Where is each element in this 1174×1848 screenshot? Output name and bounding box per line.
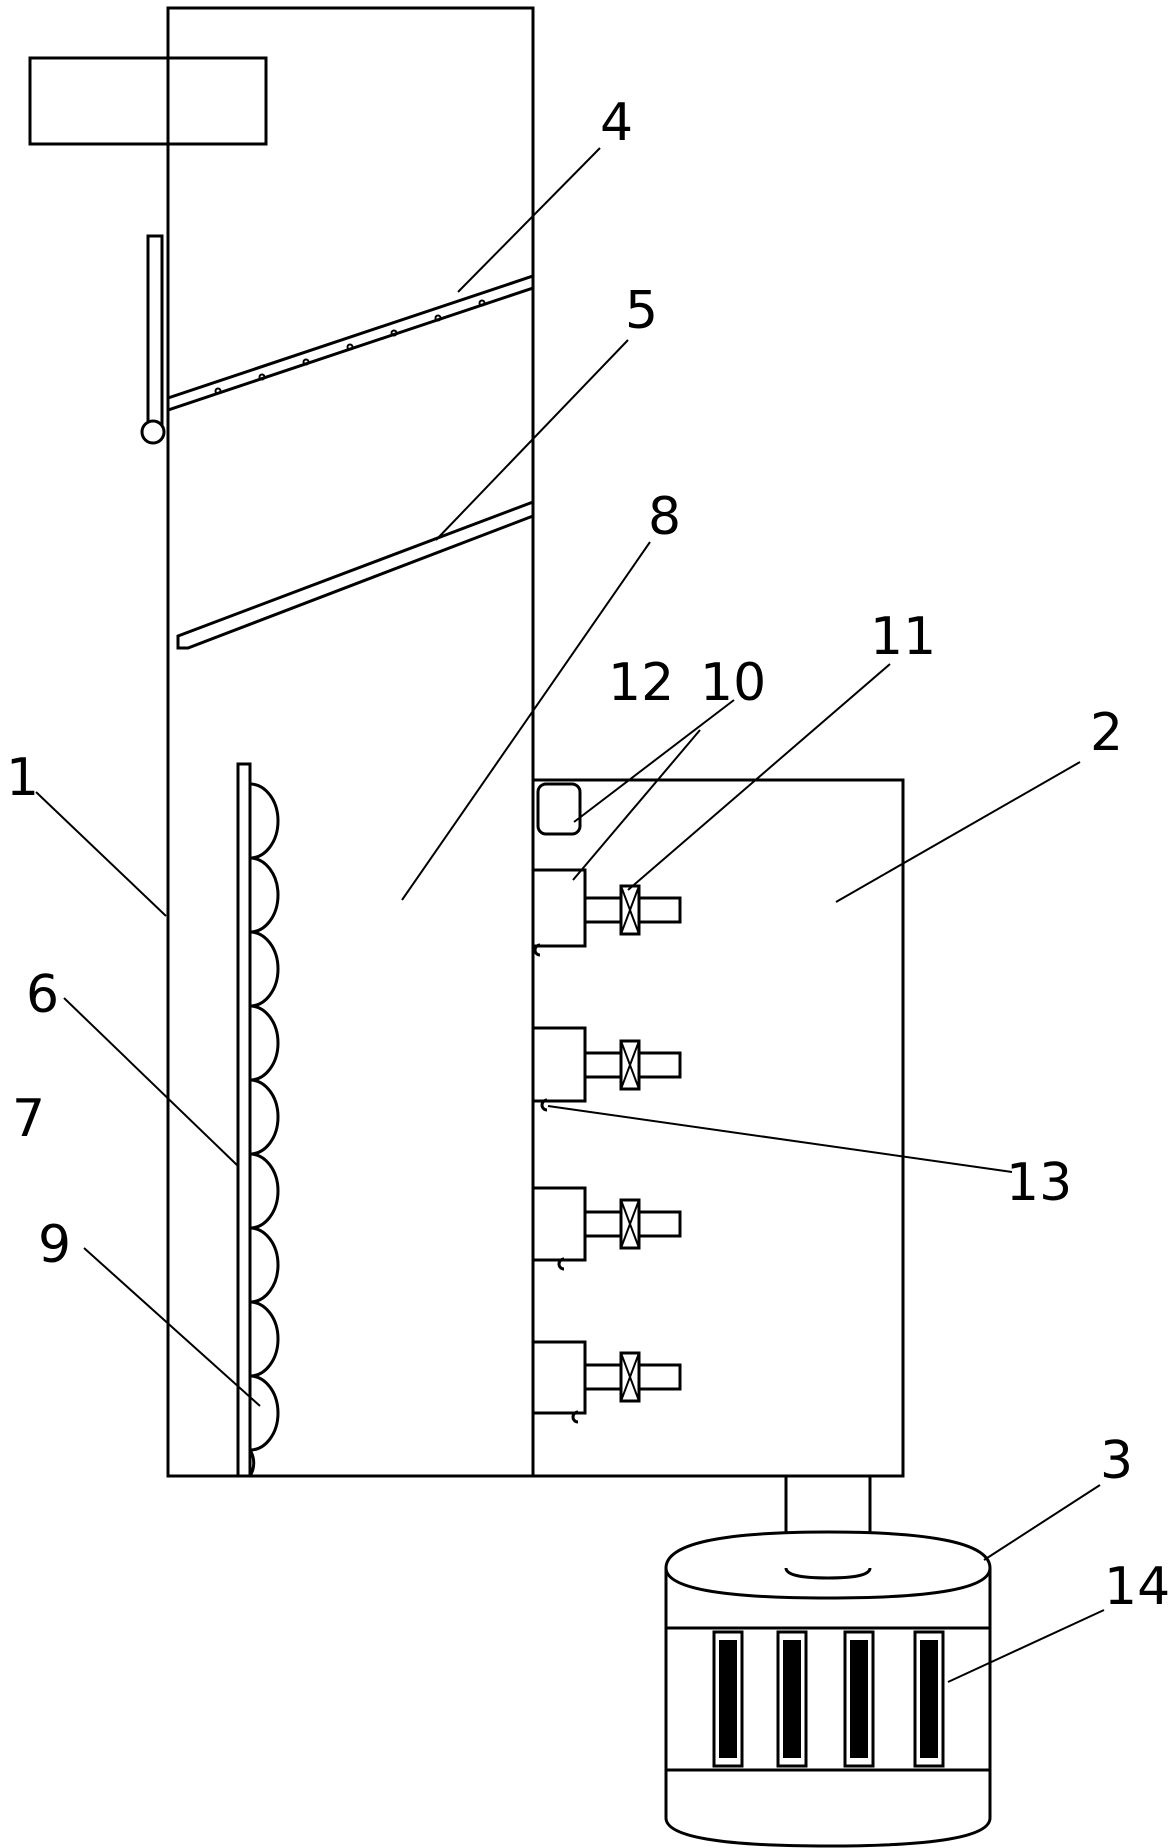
- hemispheres-9: [248, 782, 280, 1477]
- label-9: 9: [38, 1215, 71, 1275]
- label-12: 12: [608, 653, 674, 713]
- label-10: 10: [700, 653, 766, 713]
- label-3: 3: [1100, 1431, 1133, 1491]
- main-housing: [166, 6, 535, 1478]
- label-8: 8: [648, 487, 681, 547]
- top-box: [28, 56, 268, 146]
- label-2: 2: [1090, 703, 1123, 763]
- leader-lines: [35, 147, 1105, 1683]
- inclined-plate-5: [176, 499, 535, 650]
- bolts-11: [583, 884, 682, 1403]
- side-box-2: [533, 778, 905, 1478]
- inclined-screen-4: [166, 273, 535, 413]
- label-11: 11: [870, 607, 936, 667]
- vertical-plate-6: [236, 762, 252, 1478]
- label-6: 6: [26, 965, 59, 1025]
- label-7: 7: [12, 1089, 45, 1149]
- hinges-13: [533, 943, 579, 1424]
- motor-3: [664, 1530, 992, 1848]
- side-bar: [146, 234, 164, 428]
- side-knob: [140, 419, 166, 445]
- label-14: 14: [1104, 1557, 1170, 1617]
- label-13: 13: [1006, 1153, 1072, 1213]
- label-5: 5: [625, 281, 658, 341]
- block-12: [536, 782, 582, 836]
- stepped-teeth-10: [531, 868, 587, 1415]
- coils-14: [712, 1630, 945, 1768]
- label-1: 1: [6, 748, 39, 808]
- label-4: 4: [600, 93, 633, 153]
